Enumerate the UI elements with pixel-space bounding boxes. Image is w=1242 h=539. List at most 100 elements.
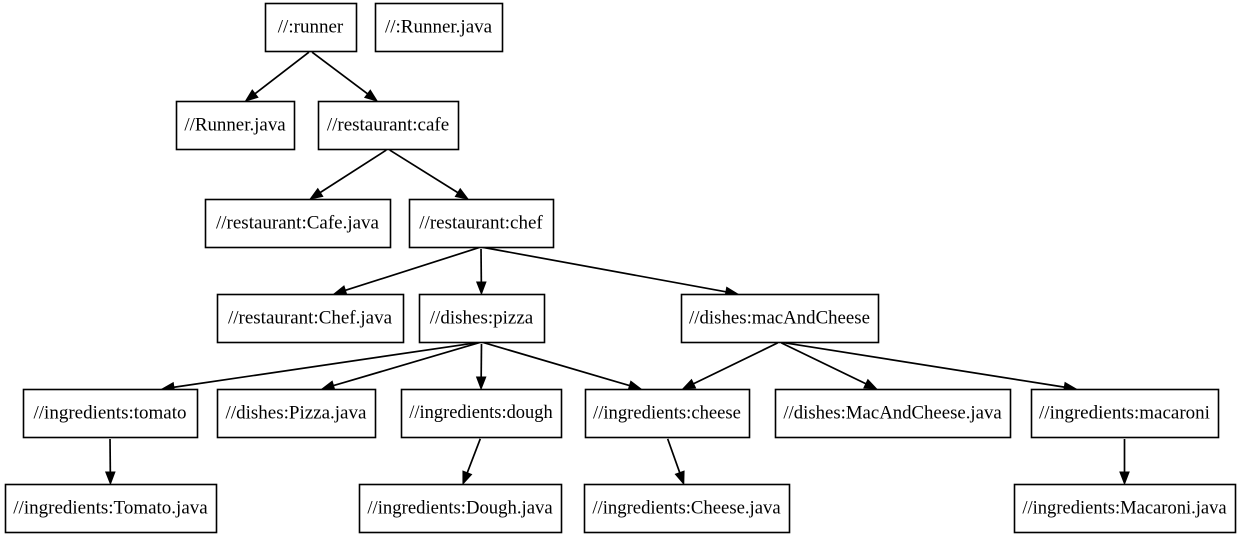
edge-line [693,342,779,385]
edge-ingredients-dough-to-ingredients-dough-java [462,438,482,486]
node-ingredients-macaroni[interactable]: //ingredients:macaroni [1030,388,1220,439]
node-box[interactable] [175,100,296,151]
node-label: //ingredients:dough [409,402,552,422]
node-label: //restaurant:cafe [327,114,449,135]
node-runner[interactable]: //:runner [264,2,358,53]
node-box[interactable] [216,388,377,439]
edge-line [173,341,480,389]
edge-arrowhead [454,187,470,200]
node-restaurant-chef[interactable]: //restaurant:chef [408,198,555,249]
edge-line [466,438,482,474]
node-ingredients-tomato[interactable]: //ingredients:tomato [22,388,199,439]
edge-arrowhead [681,378,697,390]
edge-arrowhead [363,89,379,102]
edge-ingredients-macaroni-to-ingredients-macaroni-java [1119,439,1130,486]
edge-line [389,149,459,194]
node-box[interactable] [584,388,751,439]
node-box[interactable] [418,293,546,344]
edge-arrowhead [1119,471,1130,486]
edge-restaurant-chef-to-dishes-pizza [475,248,487,296]
edge-arrowhead [308,187,324,200]
node-ingredients-dough[interactable]: //ingredients:dough [400,388,563,439]
node-box[interactable] [774,388,1012,439]
edge-dishes-pizza-to-ingredients-dough [475,343,487,391]
node-label: //ingredients:Macaroni.java [1022,497,1226,518]
node-box[interactable] [358,483,563,534]
edge-line [666,438,681,473]
node-box[interactable] [408,198,555,249]
edge-arrowhead [863,378,878,390]
node-box[interactable] [1030,388,1220,439]
node-ingredients-cheese-java[interactable]: //ingredients:Cheese.java [583,483,791,534]
node-box[interactable] [4,483,218,534]
node-label: //dishes:macAndCheese [689,307,870,328]
node-label: //dishes:MacAndCheese.java [783,402,1002,423]
node-label: //dishes:Pizza.java [226,402,367,423]
node-label: //dishes:pizza [430,307,534,328]
node-label: //restaurant:Cafe.java [216,212,380,233]
node-restaurant-cafe-java[interactable]: //restaurant:Cafe.java [204,198,392,249]
edge-line [319,149,387,194]
node-runner-java[interactable]: //:Runner.java [374,2,504,53]
edge-arrowhead [475,376,487,391]
node-ingredients-macaroni-java[interactable]: //ingredients:Macaroni.java [1013,483,1237,534]
edge-line [482,246,727,293]
node-dishes-pizza-java[interactable]: //dishes:Pizza.java [216,388,377,439]
edge-arrowhead [332,285,348,296]
node-label: //restaurant:chef [419,212,543,233]
edge-line [483,341,630,387]
node-label: //ingredients:Cheese.java [592,497,781,518]
node-restaurant-cafe[interactable]: //restaurant:cafe [317,100,460,151]
edge-restaurant-chef-to-restaurant-chef-java [332,246,480,296]
edge-dishes-pizza-to-ingredients-cheese [483,341,643,391]
node-box[interactable] [374,2,504,53]
node-dishes-macandcheese-java[interactable]: //dishes:MacAndCheese.java [774,388,1012,439]
node-runner-java[interactable]: //Runner.java [175,100,296,151]
node-dishes-macandcheese[interactable]: //dishes:macAndCheese [680,293,880,344]
node-label: //ingredients:cheese [593,402,741,423]
edge-restaurant-cafe-to-restaurant-chef [389,149,470,200]
node-box[interactable] [680,293,880,344]
edge-restaurant-chef-to-dishes-macandcheese [482,246,740,297]
node-box[interactable] [264,2,358,53]
node-box[interactable] [204,198,392,249]
node-ingredients-cheese[interactable]: //ingredients:cheese [584,388,751,439]
edge-line [311,51,369,95]
nodes-layer: //:runner //:Runner.java //Runner.java //re… [4,2,1237,534]
edge-line [781,341,1065,388]
edge-line [780,342,867,385]
node-box[interactable] [216,293,405,344]
node-label: //ingredients:Tomato.java [13,497,208,518]
node-ingredients-tomato-java[interactable]: //ingredients:Tomato.java [4,483,218,534]
edge-runner-to-restaurant-cafe [311,51,379,102]
node-label: //restaurant:Chef.java [228,307,393,328]
edge-ingredients-tomato-to-ingredients-tomato-java [104,438,116,486]
node-label: //ingredients:Dough.java [367,497,553,518]
node-ingredients-dough-java[interactable]: //ingredients:Dough.java [358,483,563,534]
node-label: //Runner.java [184,114,286,135]
node-label: //ingredients:tomato [33,402,186,423]
node-box[interactable] [583,483,791,534]
node-box[interactable] [22,388,199,439]
edge-arrowhead [627,380,643,391]
edge-line [254,51,310,95]
node-label: //:runner [278,16,344,37]
node-label: //:Runner.java [385,16,493,37]
node-box[interactable] [400,388,563,439]
edge-dishes-macandcheese-to-ingredients-macaroni [781,341,1078,393]
node-dishes-pizza[interactable]: //dishes:pizza [418,293,546,344]
edge-arrowhead [244,89,259,102]
edge-runner-to-runner-java [244,51,310,102]
edge-ingredients-cheese-to-ingredients-cheese-java [666,438,685,486]
edge-arrowhead [674,470,685,486]
node-restaurant-chef-java[interactable]: //restaurant:Chef.java [216,293,405,344]
edge-arrowhead [475,281,487,296]
edge-arrowhead [462,470,473,486]
node-box[interactable] [1013,483,1237,534]
edges-layer [104,51,1130,486]
edge-line [345,246,480,292]
node-box[interactable] [317,100,460,151]
edge-arrowhead [320,380,336,391]
